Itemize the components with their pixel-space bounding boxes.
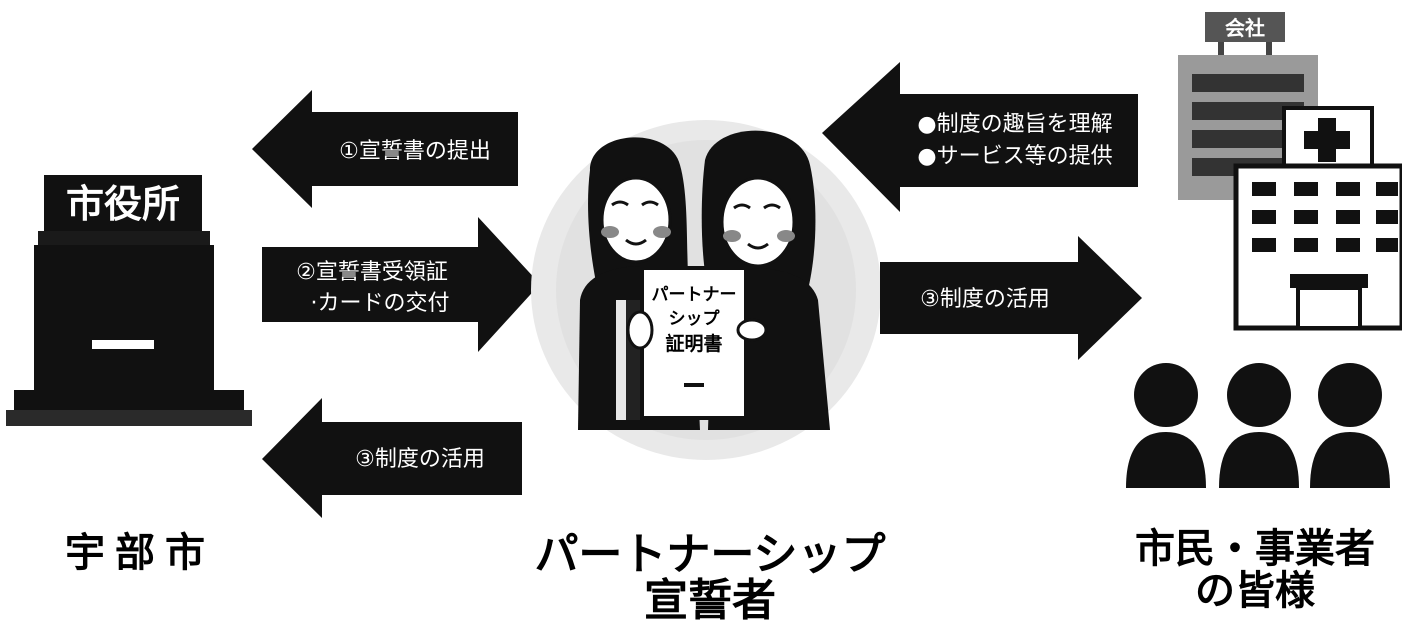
- arrow-submit-label: ①宣誓書の提出: [339, 139, 491, 164]
- ube-city-caption: 宇部市: [40, 532, 240, 574]
- arrow-submit: ①宣誓書の提出: [252, 90, 518, 208]
- citizens-icon: [1126, 363, 1390, 488]
- arrow-issue-label-1: ②宣誓書受領証: [296, 260, 448, 285]
- certificate-line-2: シップ: [669, 308, 721, 329]
- arrow-understand-label-2: ●サービス等の提供: [917, 144, 1112, 169]
- arrow-use-city: ③制度の活用: [262, 398, 522, 518]
- citizens-caption-line-1: 市民・事業者: [1135, 526, 1375, 572]
- arrow-understand: ●制度の趣旨を理解 ●サービス等の提供: [822, 62, 1138, 212]
- city-hall-icon: 市役所: [6, 175, 252, 426]
- arrow-use-city-label: ③制度の活用: [355, 447, 485, 472]
- partner-caption-line-2: 宣誓者: [644, 575, 776, 626]
- ube-city-label: 宇部市: [65, 530, 215, 576]
- arrow-understand-label-1: ●制度の趣旨を理解: [917, 112, 1112, 137]
- city-hall-sign: 市役所: [66, 182, 180, 226]
- partners-illustration: パートナー シップ 証明書: [531, 120, 881, 460]
- arrow-use-citizens: ③制度の活用: [880, 236, 1142, 360]
- office-sign: 会社: [1225, 16, 1265, 40]
- arrow-issue: ②宣誓書受領証 ·カードの交付: [262, 217, 540, 352]
- partner-caption-line-1: パートナーシップ: [534, 529, 886, 580]
- citizens-caption: 市民・事業者 の皆様: [1115, 528, 1395, 612]
- certificate-line-1: パートナー: [652, 285, 737, 305]
- partner-caption: パートナーシップ 宣誓者: [520, 529, 900, 626]
- arrow-issue-label-2: ·カードの交付: [311, 291, 450, 316]
- office-hospital-icon: 会社: [1178, 12, 1402, 331]
- citizens-caption-line-2: の皆様: [1195, 568, 1315, 614]
- arrow-use-citizens-label: ③制度の活用: [920, 287, 1050, 312]
- certificate-line-3: 証明書: [665, 332, 722, 355]
